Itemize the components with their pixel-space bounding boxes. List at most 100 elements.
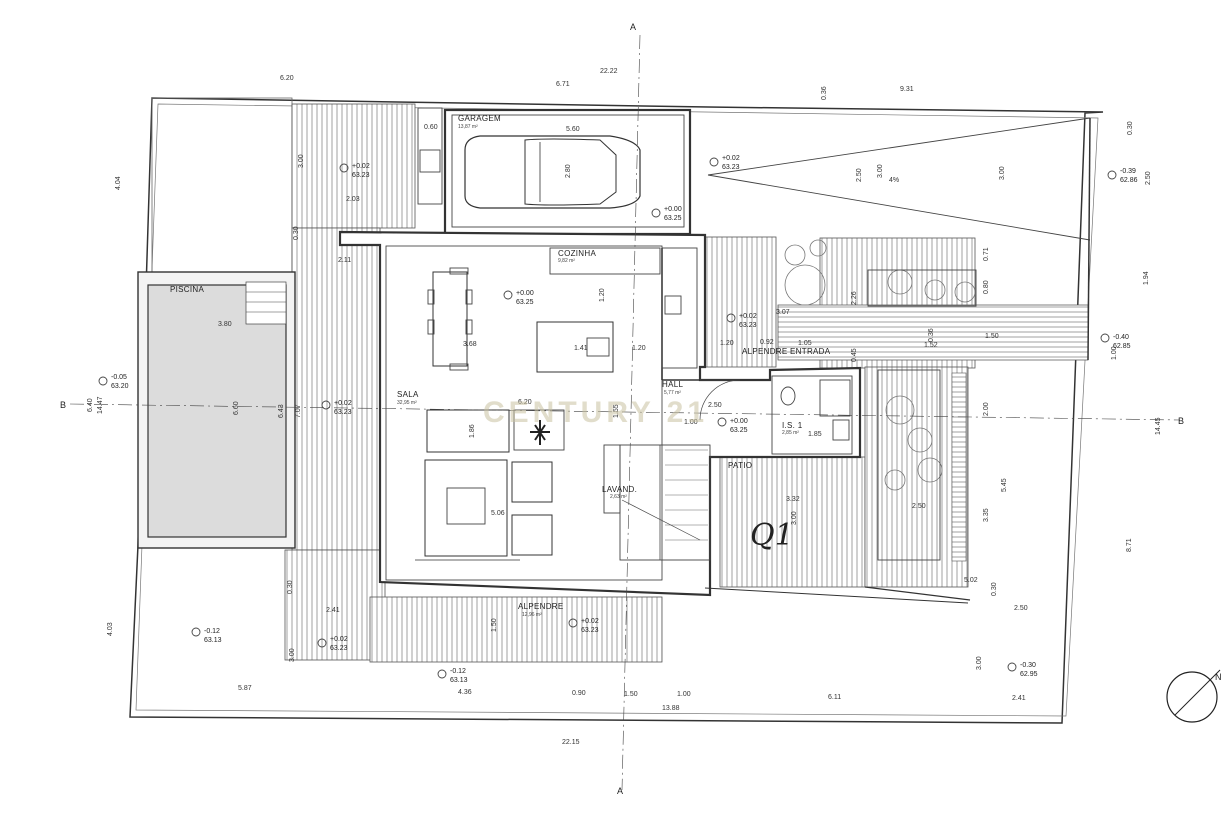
svg-text:63.23: 63.23 [330, 645, 348, 652]
svg-text:1.50: 1.50 [624, 691, 638, 698]
svg-text:5.06: 5.06 [491, 510, 505, 517]
svg-text:6.71: 6.71 [556, 81, 570, 88]
svg-text:63.25: 63.25 [664, 215, 682, 222]
svg-text:0.30: 0.30 [991, 582, 998, 596]
level-pool: -0.05 63.20 [98, 374, 129, 390]
svg-text:2.00: 2.00 [983, 402, 990, 416]
svg-text:1.41: 1.41 [574, 345, 588, 352]
label-alpendre-entrada: ALPENDRE ENTRADA [742, 347, 831, 356]
svg-text:63.25: 63.25 [516, 299, 534, 306]
kitchen-counter [536, 247, 698, 373]
svg-text:62.86: 62.86 [1120, 177, 1138, 184]
svg-text:3.35: 3.35 [983, 508, 990, 522]
area-alpendre: 12,96 m² [522, 612, 542, 618]
svg-text:3.00: 3.00 [791, 511, 798, 525]
svg-text:63.23: 63.23 [352, 172, 370, 179]
deck-left-strip [291, 227, 381, 551]
section-marker-b-left: B [60, 400, 66, 410]
svg-text:6.20: 6.20 [280, 75, 294, 82]
svg-text:+0.00: +0.00 [664, 206, 682, 213]
garage-inner [451, 114, 685, 228]
svg-text:63.23: 63.23 [722, 164, 740, 171]
svg-text:4.36: 4.36 [458, 689, 472, 696]
svg-text:-0.12: -0.12 [450, 668, 466, 675]
garden-top-left [151, 97, 293, 275]
section-line-a [621, 34, 641, 791]
level-deck-bottom: +0.02 63.23 [317, 636, 348, 652]
svg-text:0.80: 0.80 [983, 280, 990, 294]
north-label: N [1215, 672, 1222, 682]
svg-text:63.20: 63.20 [111, 383, 129, 390]
svg-text:6.20: 6.20 [518, 399, 532, 406]
svg-text:5.60: 5.60 [566, 126, 580, 133]
svg-text:63.23: 63.23 [739, 322, 757, 329]
svg-text:2.80: 2.80 [565, 164, 572, 178]
svg-text:63.23: 63.23 [581, 627, 599, 634]
svg-text:-0.05: -0.05 [111, 374, 127, 381]
svg-text:-0.30: -0.30 [1020, 662, 1036, 669]
svg-text:1.20: 1.20 [599, 288, 606, 302]
svg-text:62.85: 62.85 [1113, 343, 1131, 350]
svg-text:-0.39: -0.39 [1120, 168, 1136, 175]
svg-text:5.87: 5.87 [238, 685, 252, 692]
level-bottom-right: -0.30 62.95 [1007, 662, 1038, 678]
section-marker-a-bottom: A [617, 786, 623, 796]
garage-post [417, 107, 443, 205]
svg-text:14.47: 14.47 [97, 396, 104, 414]
section-line-b [69, 403, 1181, 421]
svg-text:63.25: 63.25 [730, 427, 748, 434]
label-piscina: PISCINA [170, 285, 204, 294]
svg-text:0.36: 0.36 [928, 328, 935, 342]
svg-text:4.03: 4.03 [107, 622, 114, 636]
dimension-labels: 22.22 6.20 6.71 9.31 0.36 0.30 5.60 0.60… [87, 68, 1162, 746]
site-boundary [129, 97, 1104, 724]
level-right-top: -0.39 62.86 [1107, 168, 1138, 184]
svg-text:5.45: 5.45 [1001, 478, 1008, 492]
svg-text:1.52: 1.52 [924, 342, 938, 349]
level-garagem-top: +0.02 63.23 [339, 163, 370, 179]
svg-text:3.32: 3.32 [786, 496, 800, 503]
svg-text:1.20: 1.20 [632, 345, 646, 352]
svg-text:0.90: 0.90 [572, 690, 586, 697]
svg-text:3.07: 3.07 [776, 309, 790, 316]
alpendre-deck [369, 596, 663, 663]
svg-text:+0.00: +0.00 [516, 290, 534, 297]
svg-text:2.41: 2.41 [1012, 695, 1026, 702]
svg-text:9.31: 9.31 [900, 86, 914, 93]
label-sala: SALA [397, 390, 419, 399]
svg-text:2.11: 2.11 [338, 257, 351, 264]
svg-text:3.80: 3.80 [218, 321, 232, 328]
svg-text:4%: 4% [889, 177, 899, 184]
lavandaria [603, 444, 621, 514]
wc-fixtures [771, 375, 853, 455]
svg-text:2.50: 2.50 [856, 168, 863, 182]
svg-text:1.00: 1.00 [1111, 346, 1118, 360]
section-marker-b-right: B [1178, 416, 1184, 426]
svg-text:13.88: 13.88 [662, 705, 680, 712]
level-deck-left: +0.02 63.23 [321, 400, 352, 416]
area-cozinha: 9,82 m² [558, 258, 575, 264]
svg-text:1.86: 1.86 [469, 424, 476, 438]
svg-text:4.04: 4.04 [115, 176, 122, 190]
svg-text:0.30: 0.30 [1127, 121, 1134, 135]
area-sala: 32,95 m² [397, 400, 417, 406]
label-lavand: LAVAND. [602, 485, 637, 494]
sofa-set [415, 409, 565, 561]
svg-text:0.45: 0.45 [851, 348, 858, 362]
svg-text:22.15: 22.15 [562, 739, 580, 746]
svg-text:3.00: 3.00 [877, 164, 884, 178]
svg-text:7.07: 7.07 [295, 404, 302, 418]
svg-text:+0.02: +0.02 [722, 155, 740, 162]
area-is: 2,85 m² [782, 430, 799, 436]
svg-text:6.43: 6.43 [278, 404, 285, 418]
svg-text:6.60: 6.60 [233, 401, 240, 415]
deck-top-left [291, 103, 416, 229]
hall-door [699, 379, 741, 421]
svg-text:62.95: 62.95 [1020, 671, 1038, 678]
svg-text:0.71: 0.71 [983, 247, 990, 261]
svg-text:3.00: 3.00 [298, 154, 305, 168]
handwritten-note: Q1 [750, 518, 794, 553]
svg-text:0.30: 0.30 [287, 580, 294, 594]
svg-text:1.50: 1.50 [491, 618, 498, 632]
svg-text:1.05: 1.05 [798, 340, 812, 347]
